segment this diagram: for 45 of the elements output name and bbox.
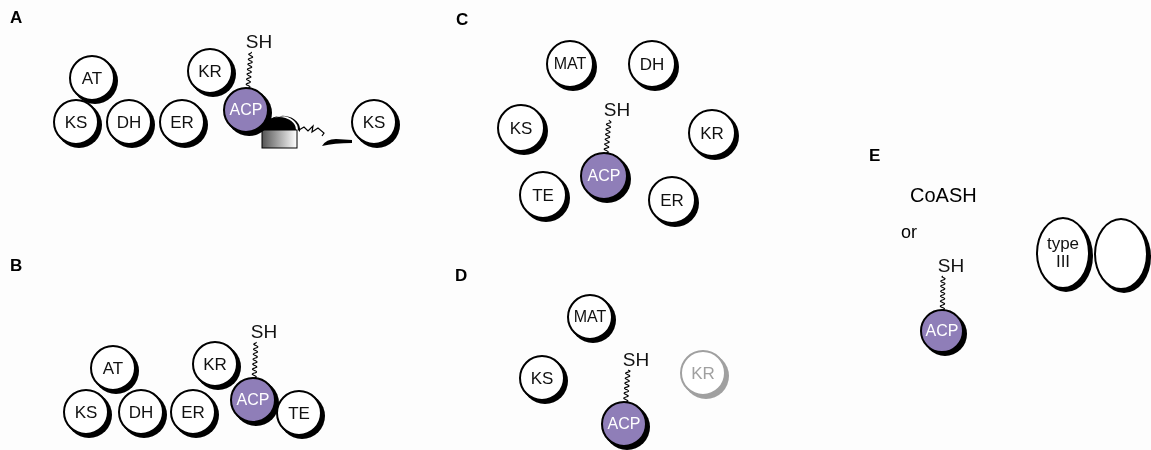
wavy-line: [251, 341, 259, 379]
domain-circle: KS: [53, 99, 99, 145]
domain-circle: KS: [63, 389, 109, 435]
carrier-protein-circle: ACP: [601, 401, 647, 447]
enzyme-oval: type III: [1036, 217, 1090, 289]
domain-circle: TE: [276, 390, 322, 436]
domain-circle: DH: [628, 40, 676, 88]
carrier-protein-circle: ACP: [580, 152, 628, 200]
domain-circle: TE: [519, 171, 567, 219]
thiol-label: SH: [619, 349, 653, 371]
carrier-protein-circle: ACP: [230, 377, 276, 423]
carrier-protein-circle: ACP: [920, 309, 964, 353]
wavy-line: [623, 369, 631, 403]
domain-circle: KR: [688, 109, 736, 157]
domain-circle: ER: [648, 176, 696, 224]
wavy-line: [245, 51, 254, 89]
carrier-protein-circle: ACP: [223, 87, 269, 133]
domain-circle: AT: [90, 345, 136, 391]
wavy-line: [939, 275, 946, 311]
domain-circle: MAT: [546, 40, 594, 88]
annotation-text: or: [901, 222, 917, 243]
blank-oval: [1094, 218, 1148, 290]
panel-letter: B: [10, 256, 23, 276]
annotation-text: CoASH: [910, 184, 977, 207]
domain-circle: AT: [69, 55, 115, 101]
thiol-label: SH: [934, 255, 968, 277]
thiol-label: SH: [600, 99, 634, 121]
domain-circle: KS: [519, 355, 565, 401]
domain-circle: KS: [497, 104, 545, 152]
panel-letter: D: [455, 266, 468, 286]
wavy-line: [603, 119, 612, 154]
domain-circle: KR: [187, 48, 233, 94]
domain-circle: KR: [680, 350, 726, 396]
domain-circle: ER: [170, 389, 216, 435]
panel-letter: C: [456, 10, 469, 30]
panel-letter: A: [10, 8, 23, 28]
domain-circle: DH: [118, 389, 164, 435]
domain-circle: KR: [192, 341, 238, 387]
thiol-label: SH: [247, 321, 281, 343]
thiol-label: SH: [242, 31, 276, 53]
domain-circle: MAT: [567, 294, 613, 340]
domain-circle: KS: [351, 99, 397, 145]
panel-letter: E: [869, 146, 881, 166]
domain-circle: DH: [106, 99, 152, 145]
domain-circle: ER: [159, 99, 205, 145]
